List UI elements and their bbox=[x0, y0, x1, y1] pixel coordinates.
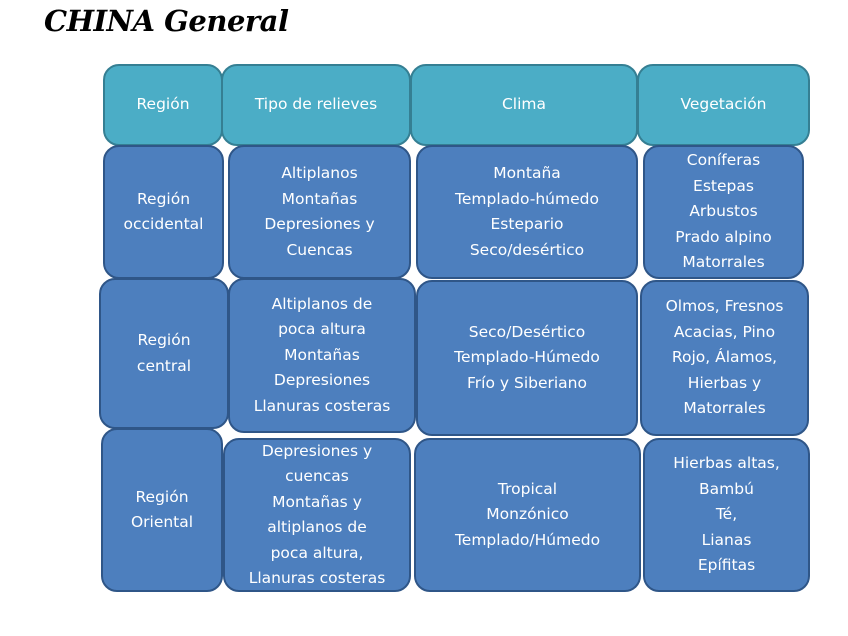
cell-clima-central: Seco/Desértico Templado-Húmedo Frío y Si… bbox=[416, 280, 638, 436]
cell-relieves-oriental: Depresiones y cuencas Montañas y altipla… bbox=[223, 438, 411, 592]
cell-region-central: Región central bbox=[99, 278, 229, 429]
cell-relieves-occidental: Altiplanos Montañas Depresiones y Cuenca… bbox=[228, 145, 411, 279]
cell-vegetacion-oriental: Hierbas altas, Bambú Té, Lianas Epífitas bbox=[643, 438, 810, 592]
cell-vegetacion-occidental: Coníferas Estepas Arbustos Prado alpino … bbox=[643, 145, 804, 279]
page-title: CHINA General bbox=[44, 4, 289, 38]
cell-vegetacion-central: Olmos, Fresnos Acacias, Pino Rojo, Álamo… bbox=[640, 280, 809, 436]
header-clima: Clima bbox=[410, 64, 638, 146]
cell-region-occidental: Región occidental bbox=[103, 145, 224, 279]
cell-clima-oriental: Tropical Monzónico Templado/Húmedo bbox=[414, 438, 641, 592]
cell-relieves-central: Altiplanos de poca altura Montañas Depre… bbox=[228, 278, 416, 433]
cell-clima-occidental: Montaña Templado-húmedo Estepario Seco/d… bbox=[416, 145, 638, 279]
header-relieves: Tipo de relieves bbox=[221, 64, 411, 146]
header-vegetacion: Vegetación bbox=[637, 64, 810, 146]
header-region: Región bbox=[103, 64, 223, 146]
cell-region-oriental: Región Oriental bbox=[101, 428, 223, 592]
